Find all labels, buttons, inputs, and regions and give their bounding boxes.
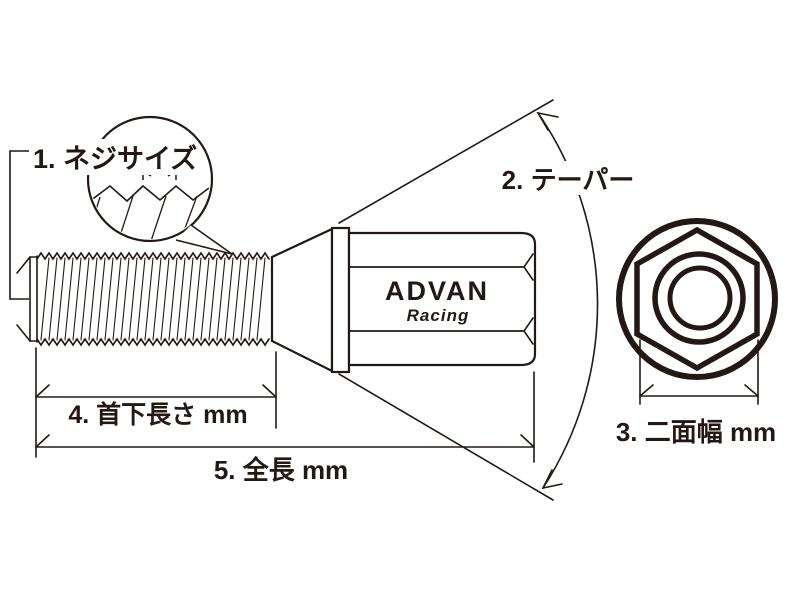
label-thread-size-group: 1. ネジサイズ bbox=[9, 139, 197, 300]
magnifier-tail-fill bbox=[176, 225, 232, 254]
taper-extension-upper bbox=[338, 99, 554, 224]
label-taper-bg bbox=[498, 161, 638, 195]
head-inner-circle bbox=[667, 265, 733, 331]
label-under-head-length: 4. 首下長さ mm bbox=[68, 400, 247, 429]
brand-logo-text: ADVAN bbox=[385, 276, 489, 306]
bolt-side-view: ADVAN Racing bbox=[36, 226, 537, 374]
label-taper: 2. テーパー bbox=[502, 165, 635, 195]
label-thread-size-bg bbox=[29, 139, 189, 175]
dim-arrow-barb bbox=[16, 256, 31, 274]
magnifier-tail-line-1 bbox=[190, 224, 233, 255]
label-thread-size: 1. ネジサイズ bbox=[33, 143, 197, 174]
thread-detail-magnifier bbox=[86, 115, 233, 255]
magnifier-circle bbox=[86, 115, 214, 243]
label-taper-group: 2. テーパー bbox=[498, 161, 638, 195]
taper-extension-lower bbox=[338, 373, 554, 501]
dim-arrow-barb bbox=[35, 384, 50, 398]
brand-logo-subtext: Racing bbox=[407, 306, 470, 325]
thread-section bbox=[36, 251, 270, 347]
dim-arrow-barb bbox=[262, 384, 277, 398]
dim-arrow-barb bbox=[35, 434, 50, 448]
seat-band bbox=[330, 226, 351, 374]
dim-arrow-barb bbox=[16, 324, 31, 342]
thread-crest-top-line bbox=[36, 251, 270, 261]
taper-arc-arrow-top bbox=[536, 111, 559, 131]
hex-corner-chamfer-top bbox=[523, 253, 534, 281]
hex-head-side: ADVAN Racing bbox=[347, 231, 537, 367]
magnified-crest-zigzag bbox=[90, 184, 210, 205]
dim-overall-length bbox=[35, 371, 535, 463]
magnifier-tail-line-2 bbox=[175, 239, 233, 255]
dim-arrow-barb bbox=[744, 384, 759, 397]
hex-head-outline bbox=[347, 231, 537, 367]
label-overall-length: 5. 全長 mm bbox=[214, 455, 348, 485]
dim-width-across-flats bbox=[639, 339, 759, 405]
dim-under-head-length bbox=[35, 347, 277, 458]
head-middle-circle bbox=[652, 251, 746, 345]
dim-arrow-barb bbox=[639, 384, 654, 397]
dim-arrow-barb bbox=[520, 434, 535, 448]
thread-hatch-lines bbox=[40, 257, 266, 341]
taper-cone bbox=[270, 227, 334, 373]
hex-corner-chamfer-bottom bbox=[523, 317, 534, 345]
head-outer-circle bbox=[616, 218, 778, 380]
label-thread-size-leader bbox=[9, 150, 33, 300]
head-hexagon bbox=[634, 226, 760, 372]
label-width-across-flats: 3. 二面幅 mm bbox=[616, 417, 776, 447]
taper-arc-arrow-bottom bbox=[541, 469, 563, 490]
dim-thread-diameter bbox=[16, 256, 39, 342]
thread-crest-bottom-line bbox=[36, 337, 270, 347]
bolt-head-front-view bbox=[616, 218, 778, 405]
